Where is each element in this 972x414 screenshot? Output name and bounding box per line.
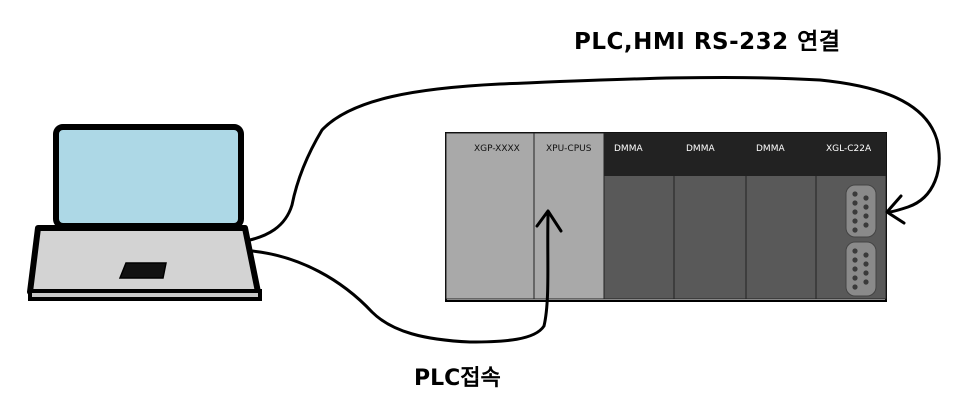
plc-arrowhead bbox=[535, 209, 563, 233]
module-dmma-2-header bbox=[674, 133, 746, 176]
laptop-icon bbox=[27, 124, 262, 301]
module-dmma-1-header bbox=[604, 133, 674, 176]
laptop-keyboard-base bbox=[27, 225, 261, 295]
module-label-dmma-2: DMMA bbox=[686, 144, 715, 154]
rs232-arrowhead bbox=[885, 194, 906, 225]
module-power bbox=[445, 132, 535, 300]
laptop-touchpad bbox=[118, 262, 167, 279]
plc-cable bbox=[250, 213, 550, 344]
module-label-dmma-3: DMMA bbox=[756, 144, 785, 154]
module-label-cpu: XPU-CPUS bbox=[546, 144, 592, 154]
module-label-dmma-1: DMMA bbox=[614, 144, 643, 154]
module-label-comm: XGL-C22A bbox=[826, 144, 872, 154]
module-comm-header bbox=[816, 133, 886, 176]
plc-rack: XGP-XXXX XPU-CPUS DMMA DMMA DMMA XGL-C22… bbox=[445, 132, 887, 302]
rs232-cable bbox=[248, 75, 941, 242]
module-label-power: XGP-XXXX bbox=[474, 144, 520, 154]
rs232-connection-label: PLC,HMI RS-232 연결 bbox=[574, 29, 841, 55]
laptop-screen bbox=[53, 124, 244, 229]
plc-connection-label: PLC접속 bbox=[414, 366, 501, 391]
laptop-bottom-edge bbox=[28, 289, 262, 301]
module-dmma-3-header bbox=[746, 133, 816, 176]
db9-port-icon bbox=[845, 184, 877, 238]
db9-port-icon bbox=[845, 241, 877, 297]
